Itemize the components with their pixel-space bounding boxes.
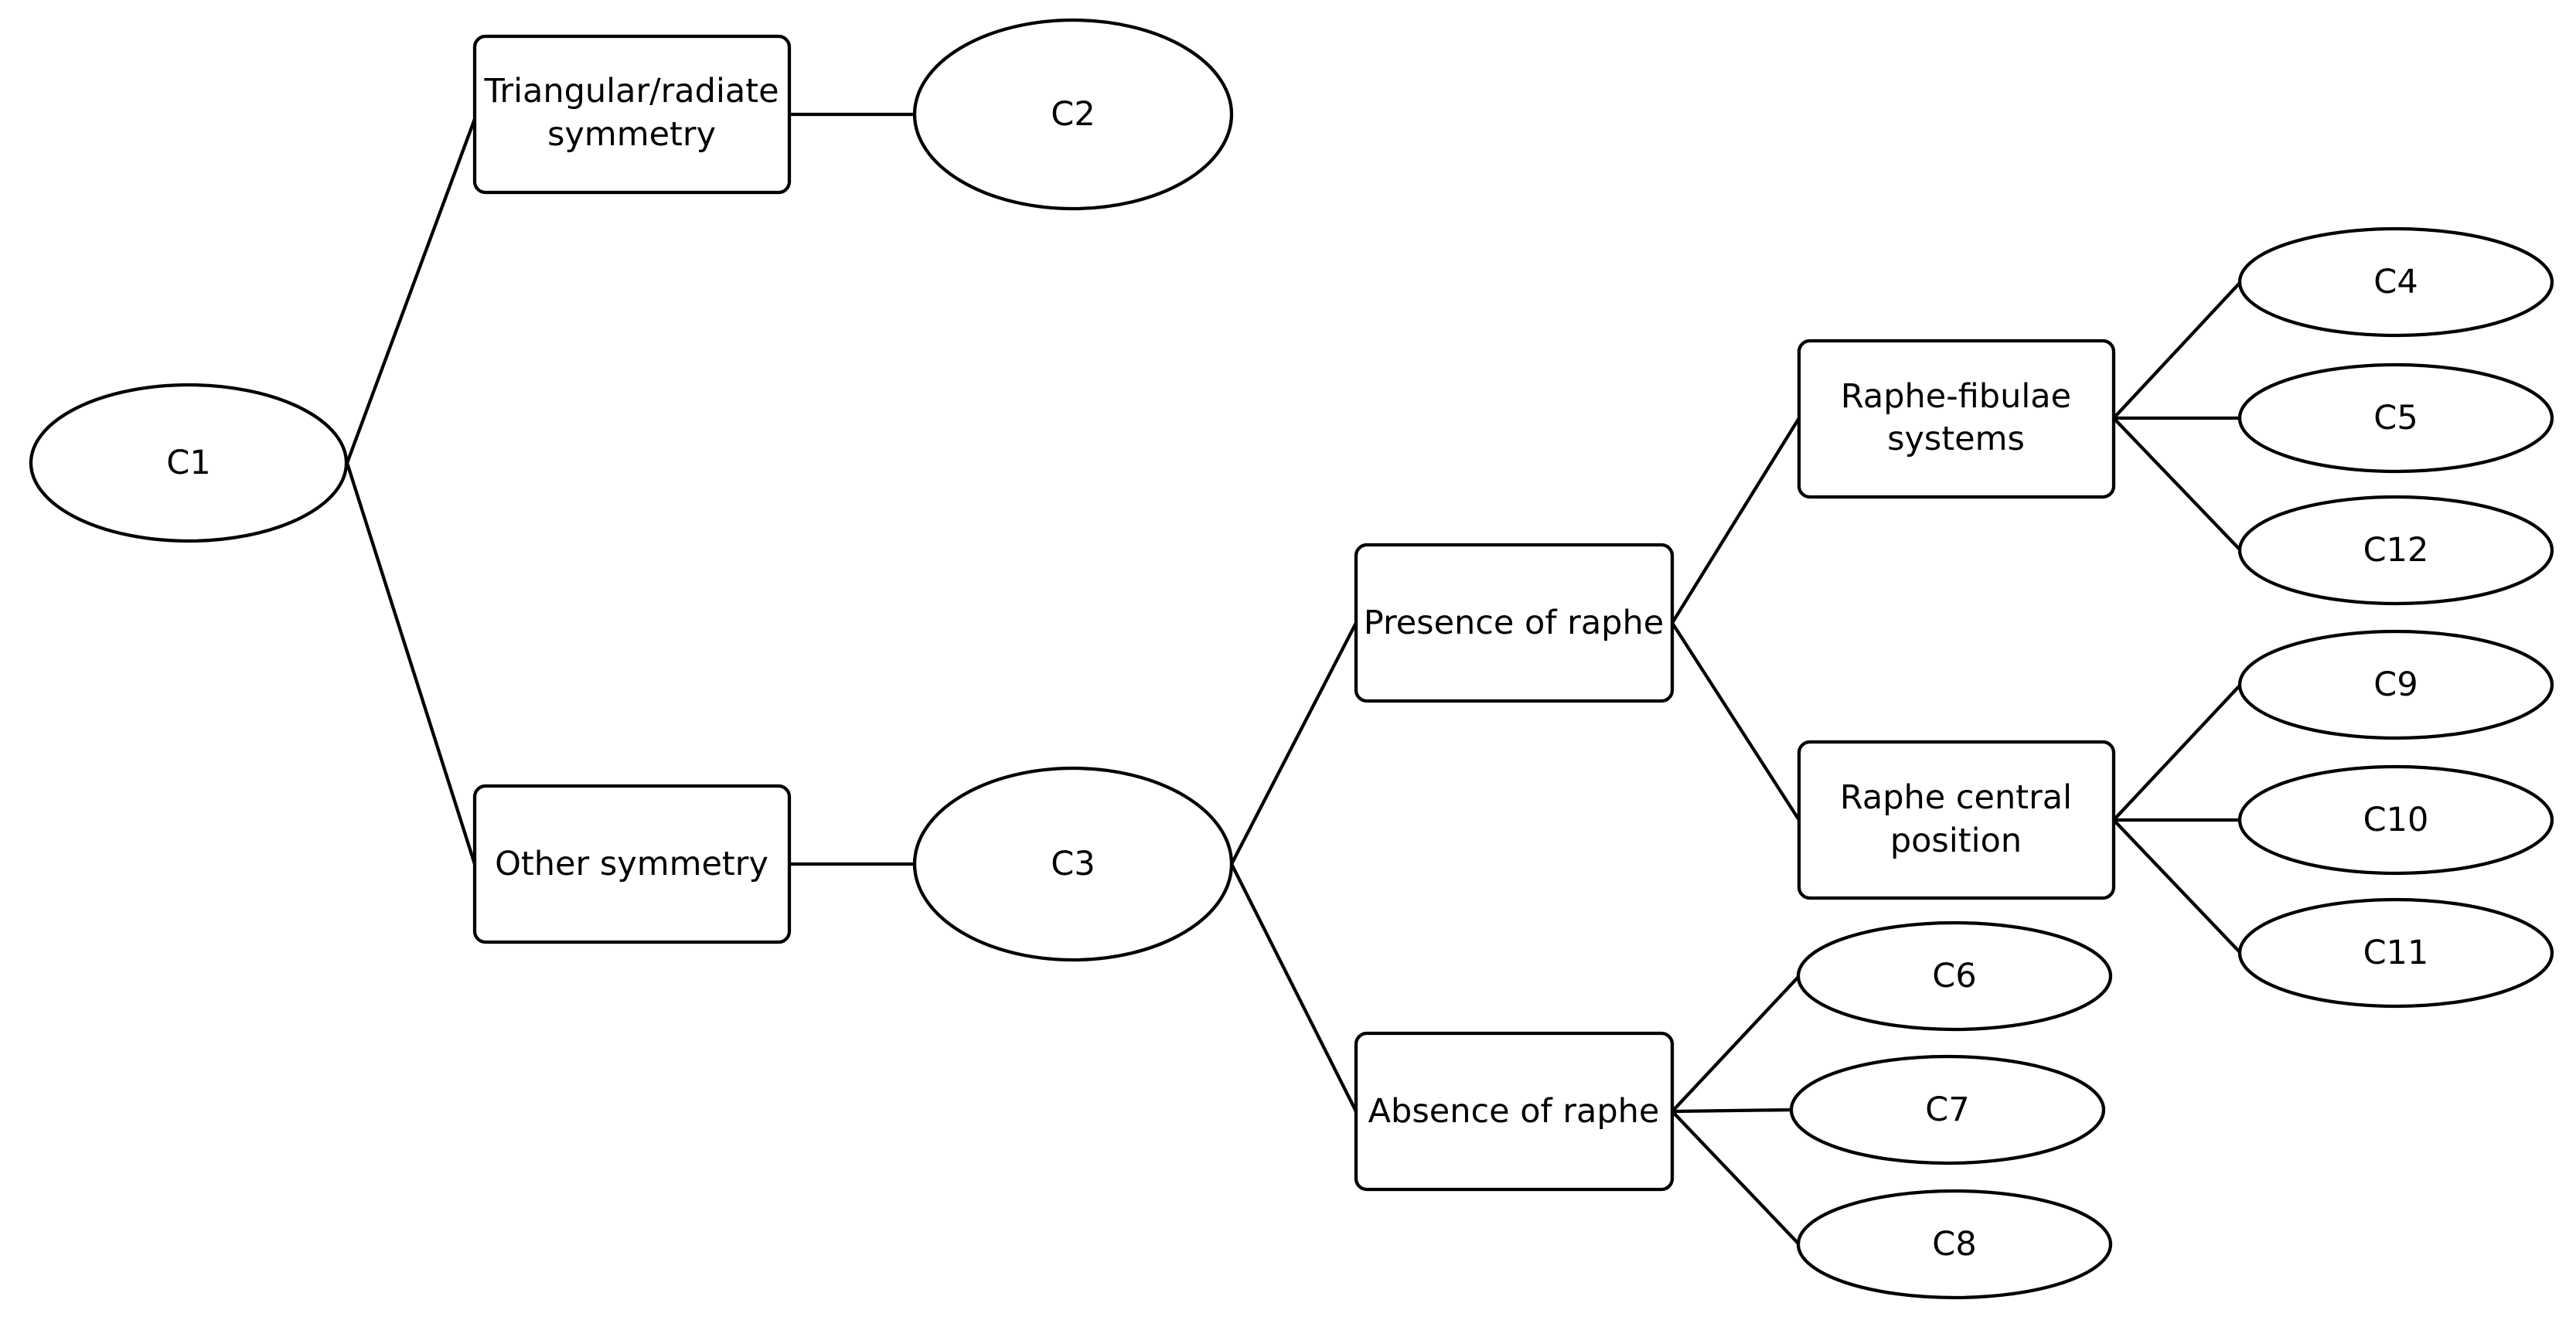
node-absence-of-raphe-shape [1354, 1031, 1675, 1192]
node-c3-shape [912, 766, 1234, 962]
node-c12: C12 [2237, 495, 2554, 606]
edge-central-c11 [2111, 818, 2243, 955]
node-triangular-radiate-symmetry: Triangular/radiate symmetry [472, 34, 792, 195]
edge-fibulae-c4 [2111, 280, 2243, 420]
node-presence-of-raphe: Presence of raphe [1354, 543, 1675, 703]
node-raphe-fibulae-systems-shape [1797, 339, 2116, 499]
node-c7-shape [1789, 1054, 2106, 1165]
node-c8: C8 [1796, 1189, 2113, 1300]
node-triangular-radiate-symmetry-label-line1: Triangular/radiate [483, 72, 779, 111]
node-c12-shape [2237, 495, 2554, 606]
node-presence-of-raphe-label: Presence of raphe [1364, 604, 1664, 642]
node-raphe-central-position-label-line1: Raphe central [1840, 778, 2072, 817]
node-c5-shape [2237, 362, 2554, 474]
edge-c1-triangular [345, 117, 477, 465]
node-c5-label: C5 [2373, 399, 2418, 437]
node-c11-label: C11 [2363, 934, 2429, 972]
node-c4-label: C4 [2373, 263, 2418, 301]
node-other-symmetry-shape [472, 784, 792, 944]
node-other-symmetry-label: Other symmetry [495, 845, 768, 883]
edge-absence-c6 [1670, 974, 1801, 1114]
node-raphe-central-position-label-line2: position [1890, 822, 2022, 860]
edge-absence-c7 [1670, 1108, 1794, 1114]
node-c1: C1 [29, 383, 349, 543]
node-c10-label: C10 [2363, 801, 2429, 839]
node-c1-shape [29, 383, 349, 543]
node-triangular-radiate-symmetry-shape [472, 34, 792, 195]
node-c5: C5 [2237, 362, 2554, 474]
node-raphe-fibulae-systems: Raphe-fibulae systems [1797, 339, 2116, 499]
node-raphe-fibulae-systems-label-line1: Raphe-fibulae [1841, 377, 2071, 416]
node-c6-shape [1796, 920, 2113, 1032]
connectors [345, 112, 2243, 1247]
edge-c3-presence [1229, 621, 1358, 866]
edge-central-c9 [2111, 682, 2243, 822]
node-c11-shape [2237, 897, 2554, 1009]
node-c9-label: C9 [2373, 665, 2418, 704]
node-c12-label: C12 [2363, 531, 2429, 570]
node-raphe-central-position: Raphe central position [1797, 740, 2116, 900]
node-c2: C2 [912, 18, 1234, 211]
edge-c1-other [345, 461, 477, 866]
node-c11: C11 [2237, 897, 2554, 1009]
node-c2-label: C2 [1051, 95, 1095, 134]
node-c7-label: C7 [1925, 1091, 1969, 1129]
node-absence-of-raphe: Absence of raphe [1354, 1031, 1675, 1192]
node-raphe-central-position-shape [1797, 740, 2116, 900]
node-absence-of-raphe-label: Absence of raphe [1368, 1092, 1660, 1131]
node-other-symmetry: Other symmetry [472, 784, 792, 944]
node-c6: C6 [1796, 920, 2113, 1032]
node-presence-of-raphe-shape [1354, 543, 1675, 703]
node-c7: C7 [1789, 1054, 2106, 1165]
node-c1-label: C1 [166, 444, 210, 482]
edge-presence-central [1670, 621, 1801, 822]
edge-fibulae-c12 [2111, 416, 2243, 553]
node-c4: C4 [2237, 226, 2554, 338]
node-c2-shape [912, 18, 1234, 211]
node-c9-shape [2237, 629, 2554, 740]
node-c8-label: C8 [1932, 1225, 1976, 1264]
edge-c3-absence [1229, 862, 1358, 1114]
node-raphe-fibulae-systems-label-line2: systems [1887, 420, 2025, 458]
node-c10: C10 [2237, 764, 2554, 876]
node-c3: C3 [912, 766, 1234, 962]
node-c10-shape [2237, 764, 2554, 876]
node-c9: C9 [2237, 629, 2554, 740]
node-triangular-radiate-symmetry-label-line2: symmetry [547, 115, 716, 154]
node-c4-shape [2237, 226, 2554, 338]
node-c6-label: C6 [1932, 957, 1976, 995]
node-c3-label: C3 [1051, 845, 1095, 883]
edge-absence-c8 [1670, 1109, 1801, 1247]
node-c8-shape [1796, 1189, 2113, 1300]
edge-presence-fibulae [1670, 416, 1801, 625]
